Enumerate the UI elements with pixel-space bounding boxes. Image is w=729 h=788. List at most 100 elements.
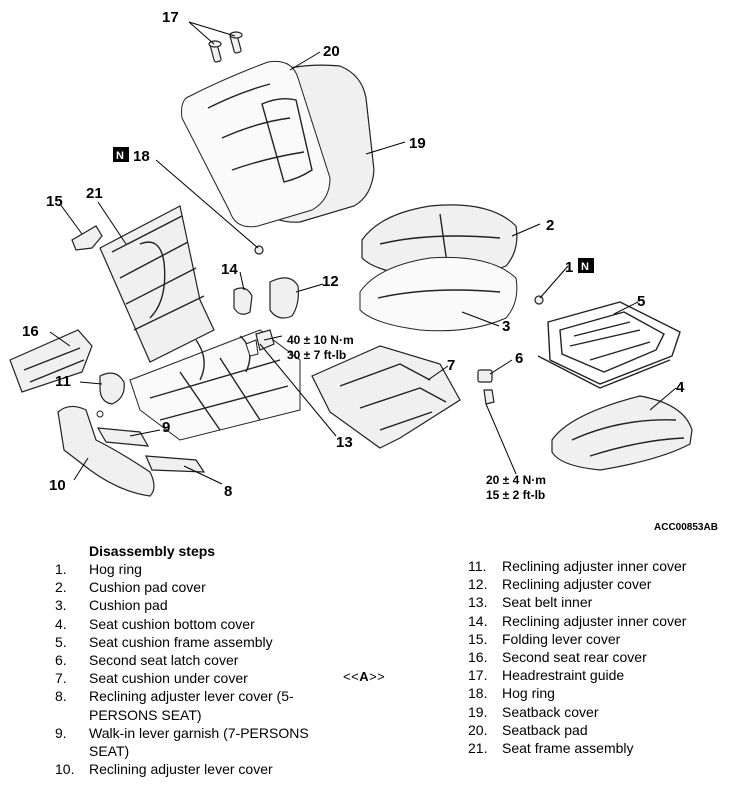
step-text: Walk-in lever garnish (7-PERSONS SEAT): [89, 724, 309, 760]
seat-cushion-bottom-cover-part: [551, 395, 693, 471]
step-item: 18. Hog ring: [468, 684, 723, 702]
callout-9: 9: [162, 419, 170, 436]
step-number: 17.: [468, 667, 488, 684]
callout-4: 4: [676, 379, 685, 396]
callout-18: 18: [133, 148, 150, 165]
step-text: Reclining adjuster inner cover: [502, 558, 687, 574]
step-item: 7. Seat cushion under cover: [55, 669, 345, 687]
step-text: Reclining adjuster inner cover: [502, 612, 687, 629]
walk-in-lever-garnish-part: [96, 427, 150, 447]
seat-frame-assembly-part: [99, 205, 301, 441]
step-text: Seat cushion under cover: [89, 670, 248, 687]
step-item: 14. Reclining adjuster inner cover: [468, 612, 723, 630]
step-text: Second seat latch cover: [89, 652, 239, 669]
step-item: 13.Seat belt inner: [468, 593, 723, 611]
step-number: 15.: [468, 630, 488, 647]
reclining-adjuster-cover-part: [269, 277, 299, 319]
callout-3: 3: [502, 318, 510, 335]
step-item: 10.Reclining adjuster lever cover: [55, 760, 345, 778]
callout-2: 2: [546, 217, 554, 234]
step-text: Cushion pad cover: [89, 579, 206, 596]
torque-lower-imperial: 15 ± 2 ft-lb: [486, 488, 545, 502]
step-text: Seat frame assembly: [502, 740, 634, 757]
torque-lower-metric: 20 ± 4 N·m: [486, 473, 546, 487]
headrestraint-guide-part: [208, 31, 243, 63]
torque-upper-imperial: 30 ± 7 ft-lb: [287, 348, 346, 362]
step-number: 5.: [55, 633, 67, 650]
step-item: 11. Reclining adjuster inner cover: [468, 557, 723, 575]
leader-lines: [49, 21, 677, 485]
step-number: 11.: [468, 558, 487, 574]
n-marker-box-18: [113, 147, 129, 162]
step-text: Folding lever cover: [502, 630, 621, 647]
steps-heading: Disassembly steps: [89, 543, 216, 559]
step-item: 9.Walk-in lever garnish (7-PERSONS SEAT): [55, 724, 345, 760]
step-item: 12. Reclining adjuster cover: [468, 575, 723, 593]
exploded-view-diagram: 17 20 19 N 18 15 21 2 1 N 14 12 5 3 16 4…: [9, 9, 718, 533]
step-number: 14.: [468, 612, 488, 629]
step-item: 3. Cushion pad: [55, 596, 345, 614]
step-text: Reclining adjuster lever cover: [89, 761, 273, 778]
step-number: 8.: [55, 688, 67, 705]
step-text: Hog ring: [502, 685, 555, 702]
reclining-inner-cover-2-part: [233, 287, 253, 315]
step-number: 12.: [468, 576, 488, 593]
step-number: 2.: [55, 579, 67, 596]
step-item: 21. Seat frame assembly: [468, 739, 723, 757]
callout-5: 5: [637, 293, 645, 310]
callout-20: 20: [323, 43, 340, 60]
step-number: 21.: [468, 740, 488, 757]
step-item: 20. Seatback pad: [468, 721, 723, 739]
step-item: 2. Cushion pad cover: [55, 578, 345, 596]
callout-16: 16: [22, 323, 39, 340]
seat-cushion-under-cover-part: [311, 345, 461, 449]
second-seat-rear-cover-part: [9, 329, 93, 393]
step-number: 16.: [468, 649, 488, 666]
step-item: 4. Seat cushion bottom cover: [55, 615, 345, 633]
callout-12: 12: [322, 273, 339, 290]
n-marker-18: N: [116, 150, 124, 162]
step-item: 8. Reclining adjuster lever cover (5-PERS…: [55, 687, 345, 723]
step-number: 7.: [55, 670, 67, 687]
hog-ring-upper-part: [254, 245, 264, 255]
torque-upper-metric: 40 ± 10 N·m: [287, 333, 354, 347]
folding-lever-cover-part: [71, 225, 103, 251]
reclining-lever-cover-5p-part: [145, 455, 206, 473]
step-number: 3.: [55, 597, 67, 614]
step-number: 19.: [468, 703, 488, 720]
step-number: 20.: [468, 721, 488, 738]
callout-10: 10: [49, 477, 66, 494]
step-item: 15. Folding lever cover: [468, 630, 723, 648]
step-text: Seatback cover: [502, 703, 599, 720]
callout-17: 17: [162, 9, 179, 26]
step-text: Reclining adjuster lever cover (5-PERSON…: [89, 688, 294, 723]
seat-cushion-frame-part: [537, 301, 681, 389]
callout-15: 15: [46, 193, 63, 210]
step-text: Reclining adjuster cover: [502, 576, 652, 593]
callout-6: 6: [515, 350, 523, 367]
step-item: 16. Second seat rear cover: [468, 648, 723, 666]
steps-right-column: 11. Reclining adjuster inner cover 12. Recl…: [468, 557, 723, 757]
step-number: 18.: [468, 685, 488, 702]
step-number: 6.: [55, 652, 67, 669]
step-item: 5. Seat cushion frame assembly: [55, 633, 345, 651]
reference-marker-a: <<A>>: [343, 669, 386, 684]
diagram-reference-code: ACC00853AB: [654, 522, 718, 533]
step-number: 13.: [468, 594, 488, 611]
step-text: Seat cushion frame assembly: [89, 633, 273, 650]
n-marker-box-1: [578, 258, 594, 273]
step-text: Seatback pad: [502, 721, 588, 738]
step-text: Second seat rear cover: [502, 649, 647, 666]
step-text: Seat cushion bottom cover: [89, 615, 255, 632]
step-text: Cushion pad: [89, 597, 168, 614]
step-number: 4.: [55, 615, 67, 632]
callout-1: 1: [565, 259, 573, 276]
step-item: 1.Hog ring: [55, 560, 345, 578]
step-item: 6. Second seat latch cover: [55, 651, 345, 669]
reclining-lever-cover-part: [57, 405, 155, 497]
callout-11: 11: [55, 373, 71, 390]
step-item: 19. Seatback cover: [468, 703, 723, 721]
callout-8: 8: [224, 483, 232, 500]
